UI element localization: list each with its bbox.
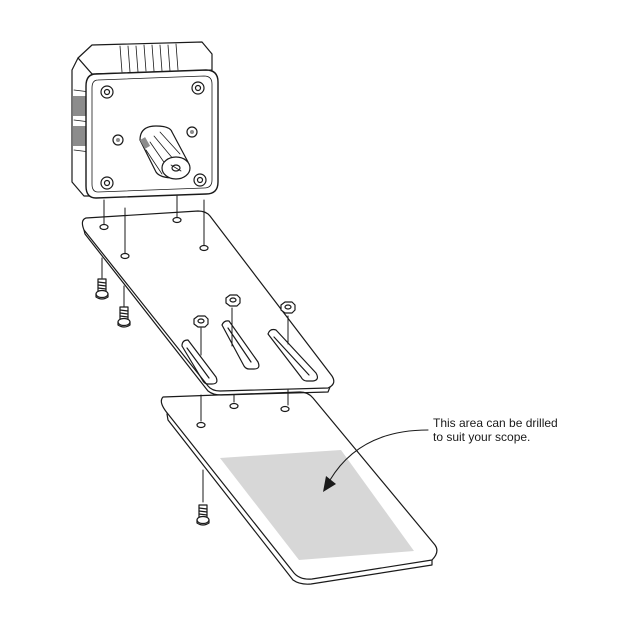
face-screw [112,134,124,146]
callout-arrow [323,429,429,492]
adjustment-slot [181,339,218,385]
motor-mount-hole [100,85,114,99]
face-screw [186,126,198,138]
lower-mounting-plate [160,391,438,585]
annotation-line-2: to suit your scope. [433,430,531,444]
alignment-lines [101,195,289,503]
hex-nut [280,301,296,314]
annotation-line-1: This area can be drilled [433,416,558,430]
screw [95,278,109,300]
shaft-coupler [139,125,191,180]
hex-nut [225,294,241,307]
plate-hole [280,405,290,413]
motor-mount-hole [100,176,114,190]
adjustment-slot [267,328,319,382]
stepper-motor [71,41,219,199]
screw [117,306,131,328]
plate-hole [196,421,206,429]
hex-nut [193,315,209,328]
drill-area-annotation: This area can be drilled to suit your sc… [433,416,558,444]
cooling-fins [119,43,179,73]
upper-mounting-plate [81,210,335,396]
screw [196,504,210,526]
drill-area [220,450,414,560]
motor-mount-hole [193,173,207,187]
motor-mount-hole [191,81,205,95]
plate-hole [229,402,239,410]
